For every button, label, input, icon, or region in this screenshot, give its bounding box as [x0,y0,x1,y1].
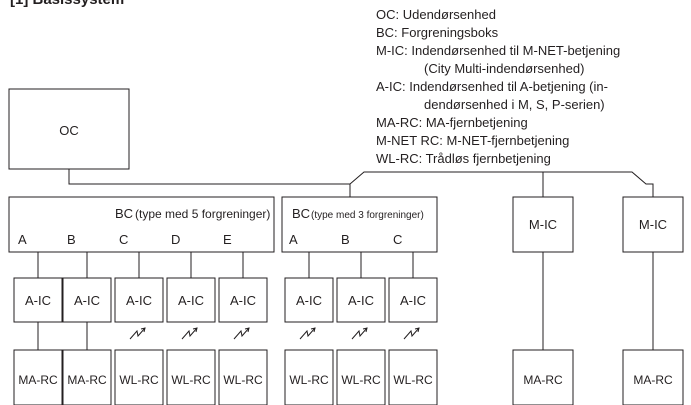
a-ic-label: A-IC [74,293,100,308]
a-ic-label: A-IC [348,293,374,308]
wireless-arrowhead-icon [244,327,250,333]
m-ic-group: M-IC MA-RC M-IC MA-RC [512,196,684,405]
bc-3-name: BC [292,206,310,221]
remote-box [62,349,112,405]
m-ic-label: M-IC [529,217,557,232]
legend: OC: Udendørsenhed BC: Forgreningsboks M-… [376,7,620,166]
remote-box [284,349,334,405]
wireless-signal-icon [233,327,250,340]
bc-5-port-label: C [119,232,128,247]
a-ic-label: A-IC [178,293,204,308]
a-ic-box [284,277,334,323]
wireless-arrowhead-icon [192,327,198,333]
wireless-arrowhead-icon [310,327,316,333]
a-ic-box [218,277,268,323]
wireless-signal-icon [181,327,198,340]
remote-box [336,349,386,405]
remote-box [622,349,684,405]
m-ic-box [622,196,684,253]
a-ic-label: A-IC [230,293,256,308]
remote-label: WL-RC [223,373,263,387]
remote-label: WL-RC [341,373,381,387]
legend-line: MA-RC: MA-fjernbetjening [376,115,528,130]
m-ic-label: M-IC [639,217,667,232]
bc-5-box [8,196,275,253]
legend-line: WL-RC: Trådløs fjernbetjening [376,151,551,166]
a-ic-label: A-IC [25,293,51,308]
bc-5-port-label: B [67,232,76,247]
remote-label: MA-RC [18,373,58,387]
main-line [68,169,654,197]
remote-label: WL-RC [289,373,329,387]
remote-label: MA-RC [67,373,107,387]
a-ic-label: A-IC [126,293,152,308]
a-ic-box [336,277,386,323]
bc-5-branch-group: BC(type med 5 forgreninger) A A-IC MA-RC B A-… [8,196,275,405]
wireless-signal-icon [351,327,368,340]
wireless-signal-icon [129,327,146,340]
bc-5-port-label: E [223,232,232,247]
wireless-signal-icon [299,327,316,340]
heading: [1] Basissystem [10,0,124,8]
a-ic-box [13,277,63,323]
a-ic-box [388,277,438,323]
remote-box [388,349,438,405]
bc-5-name: BC [115,206,133,221]
remote-box [512,349,574,405]
bc-5-port-label: A [18,232,27,247]
legend-line: dendørsenhed i M, S, P-serien) [424,97,605,112]
a-ic-label: A-IC [296,293,322,308]
wireless-arrowhead-icon [362,327,368,333]
m-ic-box [512,196,574,253]
remote-label: WL-RC [171,373,211,387]
a-ic-label: A-IC [400,293,426,308]
wireless-arrowhead-icon [140,327,146,333]
legend-line: A-IC: Indendørsenhed til A-betjening (in… [376,79,608,94]
bc-3-port-label: A [289,232,298,247]
bc-3-port-label: B [341,232,350,247]
outdoor-unit-label: OC [59,123,79,138]
remote-box [218,349,268,405]
bc-5-note: (type med 5 forgreninger) [135,207,270,221]
legend-line: BC: Forgreningsboks [376,25,499,40]
remote-label: WL-RC [119,373,159,387]
a-ic-box [166,277,216,323]
remote-label: WL-RC [393,373,433,387]
wireless-signal-icon [403,327,420,340]
legend-line: OC: Udendørsenhed [376,7,496,22]
remote-label: MA-RC [523,373,563,387]
bc-3-branch-group: BC(type med 3 forgreninger) A A-IC WL-RC B A-… [281,196,438,405]
bc-3-port-label: C [393,232,402,247]
outdoor-unit-box [8,88,130,170]
bc-3-note: (type med 3 forgreninger) [311,210,424,221]
wireless-arrowhead-icon [414,327,420,333]
remote-box [166,349,216,405]
legend-line: (City Multi-indendørsenhed) [424,61,584,76]
remote-label: MA-RC [633,373,673,387]
legend-line: M-NET RC: M-NET-fjernbetjening [376,133,569,148]
legend-line: M-IC: Indendørsenhed til M-NET-betjening [376,43,620,58]
remote-box [114,349,164,405]
a-ic-box [114,277,164,323]
a-ic-box [62,277,112,323]
bc-3-box [281,196,438,253]
bc-5-port-label: D [171,232,180,247]
